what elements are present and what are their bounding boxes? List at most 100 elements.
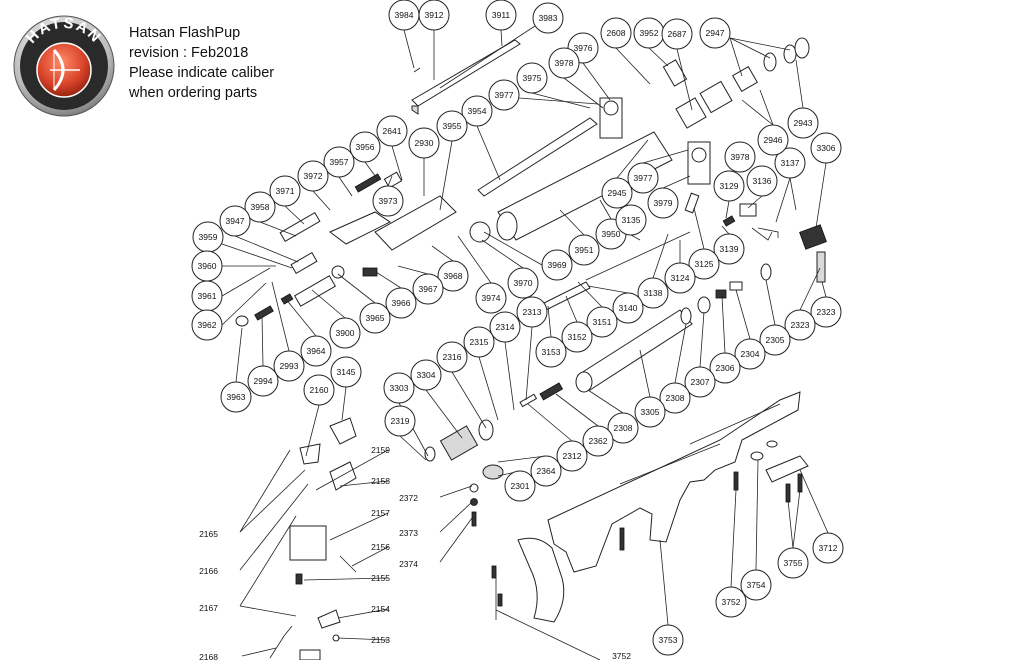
callout-circle (530, 455, 562, 487)
part-callout: 3947 (219, 205, 251, 237)
part-callout: 3961 (191, 280, 223, 312)
callout-circle (412, 273, 444, 305)
callout-circle (774, 147, 806, 179)
part-number-label: 3975 (523, 73, 542, 83)
part-number-label: 3152 (568, 332, 587, 342)
part-number-label: 3977 (634, 173, 653, 183)
part-number-label: 3138 (644, 288, 663, 298)
part-number-label: 3145 (337, 367, 356, 377)
callout-circle (436, 341, 468, 373)
callout-circle (516, 62, 548, 94)
part-callout: 3305 (634, 396, 666, 428)
part-callout: 2316 (436, 341, 468, 373)
part-callout: 2312 (556, 440, 588, 472)
part-number-label: 3968 (444, 271, 463, 281)
part-number-label: 2301 (511, 481, 530, 491)
part-number-label: 3966 (392, 298, 411, 308)
callout-circle (410, 359, 442, 391)
part-number-label-plain: 2159 (371, 445, 390, 455)
butt-pad (517, 537, 565, 623)
part-number-label: 2930 (415, 138, 434, 148)
part-callout: 2943 (787, 107, 819, 139)
bolt-housing (329, 211, 391, 245)
part-callout: 3753 (652, 624, 684, 656)
part-callout: 3152 (561, 321, 593, 353)
part-number-label: 3151 (593, 317, 612, 327)
part-number-label: 3972 (304, 171, 323, 181)
part-callout: 3964 (300, 335, 332, 367)
scope-rail (411, 39, 521, 107)
part-number-label-plain: 2168 (199, 652, 218, 660)
part-number-label: 3967 (419, 284, 438, 294)
part-callout: 2323 (810, 296, 842, 328)
part-callout: 3969 (541, 249, 573, 281)
part-callout: 3153 (535, 336, 567, 368)
callout-circle (659, 382, 691, 414)
callout-circle (746, 165, 778, 197)
callout-circle (516, 296, 548, 328)
callout-circle (652, 624, 684, 656)
part-number-label: 3304 (417, 370, 436, 380)
callout-circle (586, 306, 618, 338)
part-number-label: 3911 (492, 10, 511, 20)
callout-circle (556, 440, 588, 472)
callout-circle (437, 260, 469, 292)
part-callout: 3957 (323, 146, 355, 178)
part-callout: 3968 (437, 260, 469, 292)
callout-circle (247, 365, 279, 397)
part-number-label-plain: 2165 (199, 529, 218, 539)
rail-block (411, 105, 419, 115)
part-number-label: 2993 (280, 361, 299, 371)
part-callout: 3303 (383, 372, 415, 404)
callout-circle (475, 282, 507, 314)
part-callout: 3977 (627, 162, 659, 194)
callout-circle (647, 187, 679, 219)
part-callout: 3129 (713, 170, 745, 202)
part-callout: 3951 (568, 234, 600, 266)
part-number-label: 2304 (741, 349, 760, 359)
part-callout: 3966 (385, 287, 417, 319)
callout-circle (376, 115, 408, 147)
part-number-label: 3135 (622, 215, 641, 225)
callout-circle (548, 47, 580, 79)
part-callout: 3965 (359, 302, 391, 334)
part-number-label-plain: 2166 (199, 566, 218, 576)
part-number-label: 3971 (276, 186, 295, 196)
part-callout: 3139 (713, 233, 745, 265)
part-callout: 3978 (724, 141, 756, 173)
part-number-label: 3754 (747, 580, 766, 590)
part-callout: 3963 (220, 381, 252, 413)
receiver-block (374, 195, 457, 251)
part-number-label-plain: 2167 (199, 603, 218, 613)
part-callout: 2313 (516, 296, 548, 328)
part-number-label: 2308 (614, 423, 633, 433)
callout-circle (787, 107, 819, 139)
callout-circle (303, 374, 335, 406)
callout-circle (709, 352, 741, 384)
part-number-label: 2306 (716, 363, 735, 373)
part-number-label: 3973 (379, 196, 398, 206)
part-number-label: 3954 (468, 106, 487, 116)
part-number-label: 3952 (640, 28, 659, 38)
callout-circle (699, 17, 731, 49)
header-text-block: Hatsan FlashPup revision : Feb2018 Pleas… (129, 23, 274, 103)
part-callout: 3955 (436, 110, 468, 142)
callout-circle (489, 311, 521, 343)
part-callout: 3755 (777, 547, 809, 579)
callout-circle (713, 170, 745, 202)
part-number-label: 3984 (395, 10, 414, 20)
callout-circle (634, 396, 666, 428)
callout-circle (418, 0, 450, 31)
hatsan-logo: HATSAN (10, 10, 118, 125)
part-number-label: 2945 (608, 188, 627, 198)
part-number-label: 3947 (226, 216, 245, 226)
part-callout: 3967 (412, 273, 444, 305)
callout-circle (757, 124, 789, 156)
part-callout: 3125 (688, 248, 720, 280)
part-callout: 2306 (709, 352, 741, 384)
part-number-label: 2362 (589, 436, 608, 446)
part-number-label: 3958 (251, 202, 270, 212)
header-line-note-1: Please indicate caliber (129, 65, 275, 81)
part-number-label: 2608 (607, 28, 626, 38)
part-callout: 3972 (297, 160, 329, 192)
